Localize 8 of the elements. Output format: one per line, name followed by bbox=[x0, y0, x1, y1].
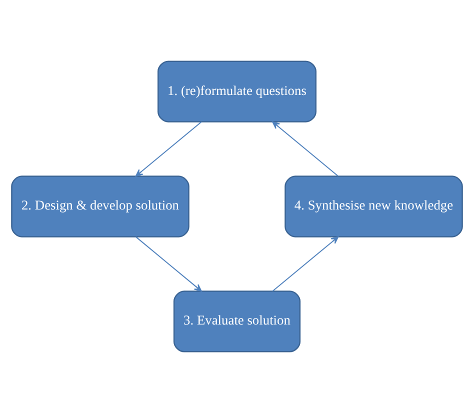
node-box: 1. (re)formulate questions bbox=[158, 60, 316, 122]
node-box: 3. Evaluate solution bbox=[173, 290, 301, 352]
node-box: 4. Synthesise new knowledge bbox=[284, 176, 463, 238]
arrow bbox=[272, 236, 339, 292]
node-box: 2. Design & develop solution bbox=[11, 176, 190, 238]
arrow bbox=[135, 121, 202, 177]
arrow bbox=[272, 121, 338, 177]
arrow bbox=[136, 236, 202, 292]
